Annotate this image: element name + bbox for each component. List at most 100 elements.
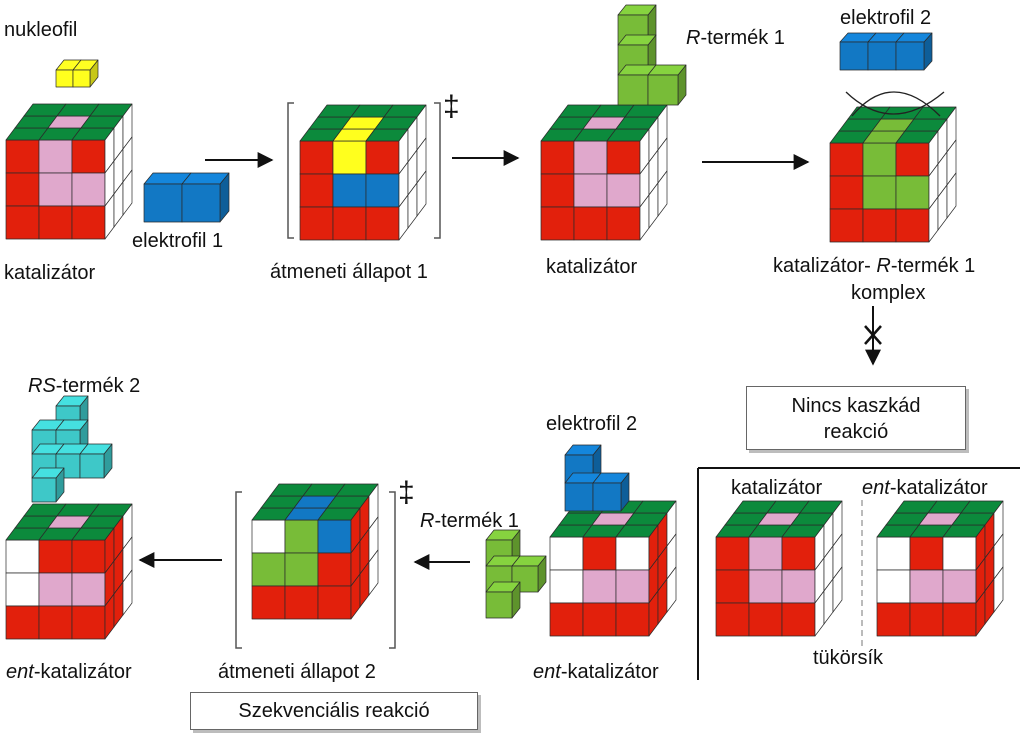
cube-front-cell xyxy=(299,206,334,241)
cube-front-cell xyxy=(862,142,897,177)
cube-front-cell xyxy=(582,569,617,604)
block-models xyxy=(5,4,1004,640)
cube-front-cell xyxy=(606,173,641,208)
cube-front-cell xyxy=(606,140,641,175)
cube-front-cell xyxy=(573,140,608,175)
cube-front-cell xyxy=(71,605,106,640)
label-katalizator-1: katalizátor xyxy=(4,262,95,284)
sequential-reaction-label: Szekvenciális reakció xyxy=(238,700,430,722)
cube-front-cell xyxy=(38,172,73,207)
cube-front-cell xyxy=(317,585,352,620)
cube-front-cell xyxy=(38,139,73,174)
cube-front-cell xyxy=(299,140,334,175)
r-product-1-block-bottom xyxy=(485,529,547,619)
cube-front-cell xyxy=(540,206,575,241)
cube-front-cell xyxy=(5,139,40,174)
cube-front-cell xyxy=(615,536,650,571)
cube-front-cell xyxy=(332,206,367,241)
cube-front-cell xyxy=(573,173,608,208)
no-cascade-line-2: reakció xyxy=(823,421,889,443)
dagger-1: ‡ xyxy=(443,90,460,123)
label-katalizator-2: katalizátor xyxy=(546,256,637,278)
cube-front-cell xyxy=(862,208,897,243)
cube-front-cell xyxy=(317,552,352,587)
label-r-termek-1-bottom: R-termék 1 xyxy=(420,510,519,532)
cube-front-cell xyxy=(876,602,911,637)
cube-front-cell xyxy=(299,173,334,208)
piece-front xyxy=(72,69,91,88)
cube-front-cell xyxy=(549,602,584,637)
cube-front-cell xyxy=(71,205,106,240)
piece-front xyxy=(839,41,869,71)
no-cascade-box: Nincs kaszkád reakció xyxy=(746,386,966,450)
cube-front-cell xyxy=(71,539,106,574)
label-mirror-ent-katalizator: ent-katalizátor xyxy=(862,477,988,499)
transition-bracket-2 xyxy=(235,491,396,649)
cube-front-cell xyxy=(862,175,897,210)
cube-front-cell xyxy=(715,602,750,637)
cube-front-cell xyxy=(332,173,367,208)
piece-front xyxy=(617,74,649,106)
cube-front-cell xyxy=(365,206,400,241)
cube-side-cell xyxy=(946,172,957,219)
label-ent-katalizator-right: ent-katalizátor xyxy=(533,661,659,683)
piece-front xyxy=(564,482,594,512)
label-ent-katalizator-left: ent-katalizátor xyxy=(6,661,132,683)
cube-front-cell xyxy=(829,175,864,210)
cube-front-cell xyxy=(876,569,911,604)
cube-front-cell xyxy=(71,172,106,207)
piece-front xyxy=(867,41,897,71)
label-elektrofil-2-top: elektrofil 2 xyxy=(840,7,931,29)
r-product-1-block xyxy=(617,4,687,106)
cube-front-cell xyxy=(317,519,352,554)
blocked-cross-icon xyxy=(864,325,882,345)
catalyst-r-product-complex-cube xyxy=(829,106,957,243)
cube-front-cell xyxy=(748,569,783,604)
cube-front-cell xyxy=(5,605,40,640)
piece-front xyxy=(647,74,679,106)
cube-front-cell xyxy=(829,208,864,243)
piece-front xyxy=(31,477,57,503)
cube-front-cell xyxy=(38,539,73,574)
cube-front-cell xyxy=(5,205,40,240)
cube-front-cell xyxy=(715,569,750,604)
cube-front-cell xyxy=(251,585,286,620)
mirror-ent-catalyst-cube xyxy=(876,500,1004,637)
cube-front-cell xyxy=(582,536,617,571)
cube-front-cell xyxy=(942,569,977,604)
cube-front-cell xyxy=(38,572,73,607)
cube-front-cell xyxy=(615,569,650,604)
ent-catalyst-cube-right xyxy=(549,500,677,637)
transition-state-1-cube xyxy=(299,104,427,241)
transition-bracket-1 xyxy=(287,102,441,239)
cube-front-cell xyxy=(540,173,575,208)
cube-front-cell xyxy=(549,569,584,604)
cube-front-cell xyxy=(942,602,977,637)
cube-front-cell xyxy=(71,572,106,607)
cube-front-cell xyxy=(829,142,864,177)
cube-side-cell xyxy=(657,170,668,217)
piece-front xyxy=(55,69,74,88)
cube-front-cell xyxy=(365,140,400,175)
cube-front-cell xyxy=(606,206,641,241)
cube-side-cell xyxy=(122,169,133,216)
label-complex-line-1: katalizátor- R-termék 1 xyxy=(773,255,975,277)
ent-catalyst-cube-left xyxy=(5,503,133,640)
cube-front-cell xyxy=(781,602,816,637)
dagger-2: ‡ xyxy=(398,476,415,509)
cube-side-cell xyxy=(993,566,1004,613)
label-elektrofil-2-bottom: elektrofil 2 xyxy=(546,413,637,435)
cube-front-cell xyxy=(582,602,617,637)
cube-front-cell xyxy=(909,602,944,637)
mirror-catalyst-cube xyxy=(715,500,843,637)
cube-front-cell xyxy=(5,572,40,607)
piece-front xyxy=(592,482,622,512)
cube-front-cell xyxy=(895,208,930,243)
piece-front xyxy=(79,453,105,479)
label-elektrofil-1: elektrofil 1 xyxy=(132,230,223,252)
cube-front-cell xyxy=(38,205,73,240)
cube-front-cell xyxy=(251,552,286,587)
label-r-termek-1-top: R-termék 1 xyxy=(686,27,785,49)
cube-side-cell xyxy=(122,569,133,616)
cube-front-cell xyxy=(549,536,584,571)
